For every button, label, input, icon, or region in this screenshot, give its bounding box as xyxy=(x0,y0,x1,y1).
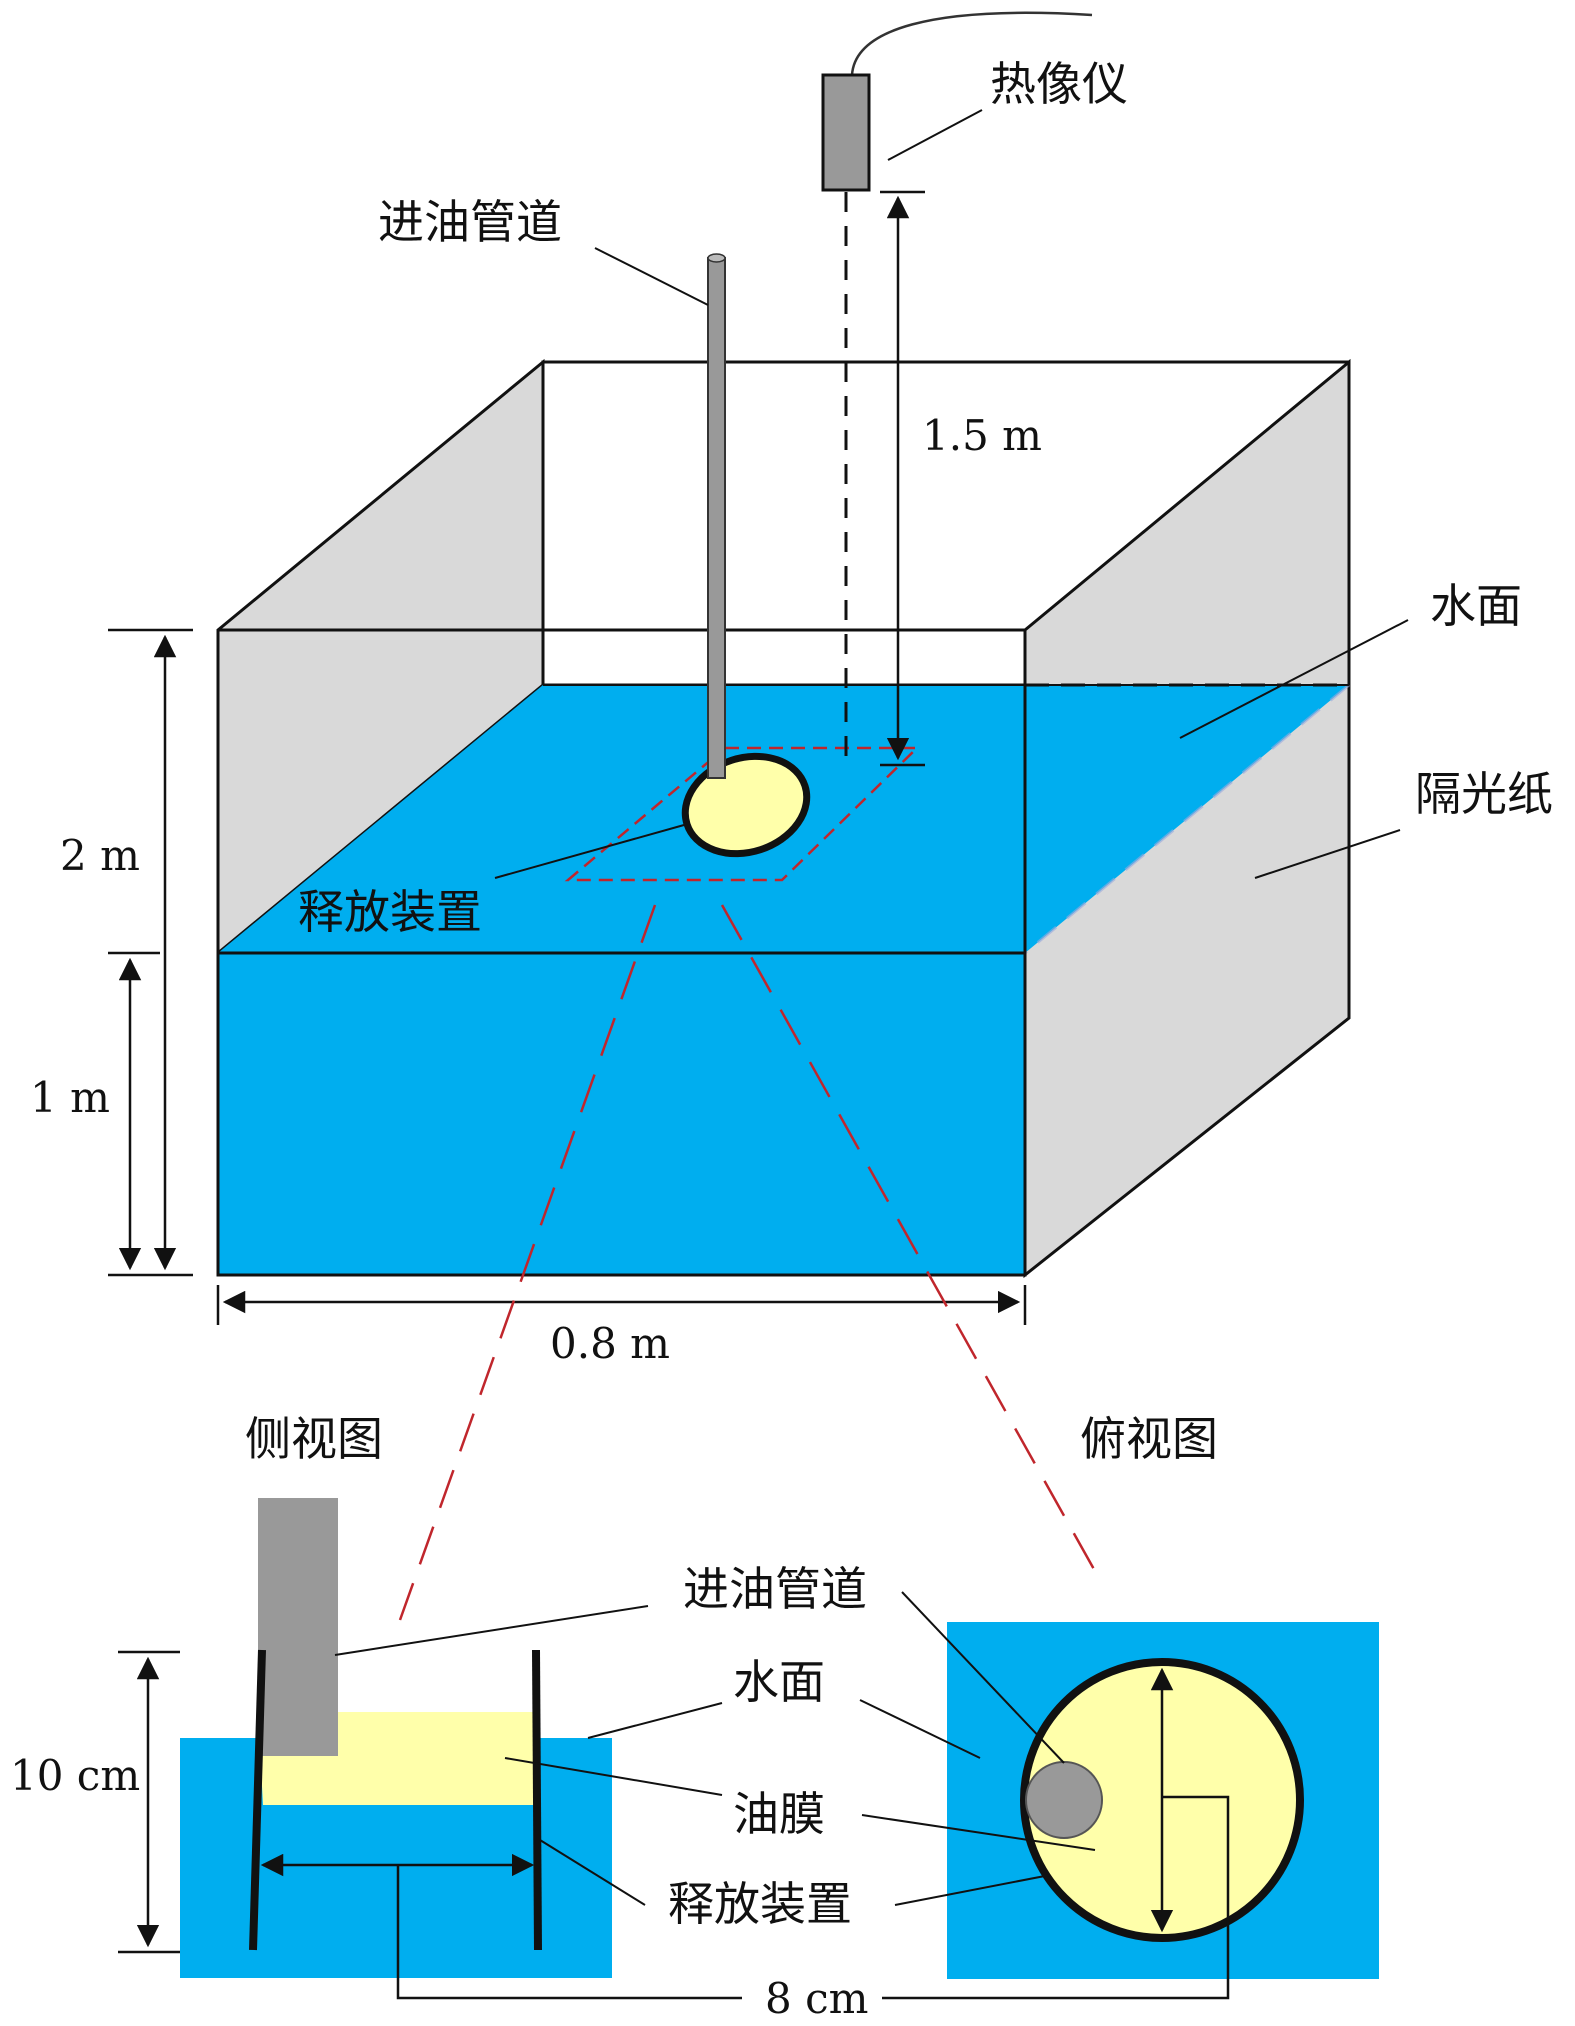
top-view-title: 俯视图 xyxy=(1080,1412,1218,1466)
pipe-leader-top-view xyxy=(901,1591,1065,1764)
side-view-device-wall-left xyxy=(249,1649,266,1951)
thermal-camera-label: 热像仪 xyxy=(990,57,1128,111)
diameter-bracket-right xyxy=(882,1795,1230,2000)
water-depth-label: 1 m xyxy=(30,1073,110,1122)
thermal-camera xyxy=(821,11,1093,192)
water-line-diagonal xyxy=(1024,683,1350,955)
tank-height-label: 2 m xyxy=(60,831,140,880)
oil-film-leader-side xyxy=(504,1757,723,1796)
shield-paper-leader xyxy=(1254,829,1401,879)
top-view xyxy=(947,1622,1379,1979)
water-surface-label-top: 水面 xyxy=(1430,579,1522,633)
water-surface-label-bottom: 水面 xyxy=(733,1655,825,1709)
release-leader-side xyxy=(539,1839,646,1906)
oil-film-leader-top-view xyxy=(861,1814,1096,1851)
tank xyxy=(216,358,1351,1279)
side-view-title: 侧视图 xyxy=(245,1412,383,1466)
device-diameter-label: 8 cm xyxy=(765,1974,868,2023)
release-device-label-bottom: 释放装置 xyxy=(668,1877,852,1931)
side-view-oil-pipe xyxy=(258,1498,338,1756)
release-area-outline xyxy=(564,746,921,882)
release-device-leader-top xyxy=(494,824,685,879)
tank-front-water xyxy=(216,951,1027,1277)
side-view-device-wall-right xyxy=(532,1649,542,1951)
camera-height-label: 1.5 m xyxy=(922,411,1042,460)
top-view-oil-pipe xyxy=(1025,1761,1103,1839)
oil-inlet-pipe xyxy=(707,253,726,779)
pipe-leader-top xyxy=(594,247,709,306)
device-height-label: 10 cm xyxy=(10,1751,140,1800)
camera-body xyxy=(821,73,871,192)
camera-cable xyxy=(850,11,1093,76)
water-leader-side xyxy=(587,1702,723,1739)
water-leader-top-view xyxy=(859,1699,981,1759)
diameter-bracket-left xyxy=(396,1865,742,2000)
release-device-label-top: 释放装置 xyxy=(298,885,482,939)
release-device-top xyxy=(681,752,811,858)
zoom-leader-left xyxy=(398,904,657,1621)
water-surface-leader-top xyxy=(1179,619,1409,739)
camera-leader xyxy=(887,109,983,161)
zoom-leader-right xyxy=(720,904,1102,1581)
side-view xyxy=(180,1498,612,1978)
tank-width-label: 0.8 m xyxy=(550,1319,670,1368)
release-leader-top-view xyxy=(894,1874,1051,1906)
pipe-leader-side xyxy=(334,1605,649,1656)
oil-pipe-label-bottom: 进油管道 xyxy=(683,1562,867,1616)
oil-film-label: 油膜 xyxy=(733,1787,825,1841)
oil-pipe-label-top: 进油管道 xyxy=(378,195,562,249)
light-shield-paper-label: 隔光纸 xyxy=(1415,767,1553,821)
